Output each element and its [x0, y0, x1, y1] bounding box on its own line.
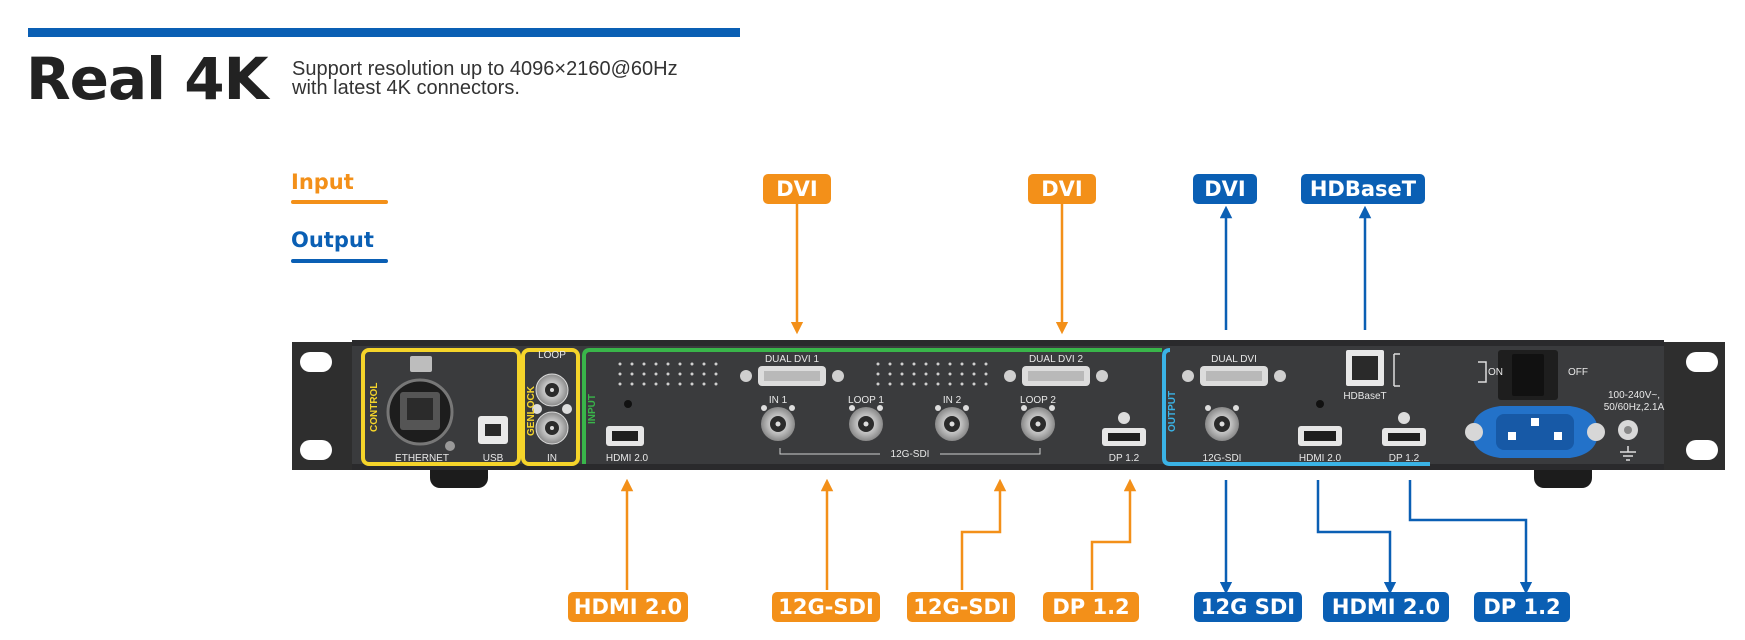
section-genlock-label: GENLOCK	[526, 386, 537, 436]
subtitle-line-2: with latest 4K connectors.	[292, 77, 520, 99]
rack-ear-right	[1662, 342, 1725, 470]
sdi-in1-bnc	[761, 405, 795, 441]
sdi-output-label: 12G-SDI	[1202, 453, 1242, 464]
input-vent-dots-1	[618, 362, 718, 386]
sdi-in2-bnc	[935, 405, 969, 441]
arrow-bottom-sdi-2	[960, 478, 1007, 590]
device-chassis	[352, 340, 1664, 470]
callout-bottom-output-dp: DP 1.2	[1474, 592, 1570, 622]
power-inlet	[1465, 406, 1605, 458]
dual-dvi-1-label: DUAL DVI 1	[764, 354, 820, 365]
sdi-in1-label: IN 1	[768, 395, 788, 406]
callout-top-output-hdbaset: HDBaseT	[1301, 174, 1425, 204]
legend-input-label: Input	[291, 170, 354, 194]
usb-label: USB	[482, 453, 504, 464]
section-input-label: INPUT	[587, 394, 598, 424]
dual-dvi-2-label: DUAL DVI 2	[1028, 354, 1084, 365]
genlock-loop-label: LOOP	[538, 350, 566, 361]
callout-bottom-sdi-1: 12G-SDI	[772, 592, 880, 622]
page-subtitle: Support resolution up to 4096×2160@60Hz …	[292, 58, 762, 99]
header-accent-bar	[28, 28, 740, 37]
rack-hole-bl	[300, 440, 332, 460]
callout-bottom-output-hdmi: HDMI 2.0	[1323, 592, 1449, 622]
rack-ear-left	[292, 342, 360, 470]
callout-top-output-dvi: DVI	[1193, 174, 1257, 204]
hdbaset-label: HDBaseT	[1343, 391, 1387, 402]
sdi-loop2-bnc	[1021, 405, 1055, 441]
input-section-frame	[582, 348, 1162, 464]
rack-hole-br	[1686, 440, 1718, 460]
subtitle-line-1: Support resolution up to 4096×2160@60Hz	[292, 58, 678, 80]
ethernet-label: ETHERNET	[395, 453, 449, 464]
sdi-output-bnc	[1205, 405, 1239, 441]
sdi-loop1-label: LOOP 1	[848, 395, 884, 406]
output-section-frame	[1162, 348, 1430, 466]
sdi-in2-label: IN 2	[942, 395, 962, 406]
arrow-bottom-dp	[1090, 478, 1137, 590]
input-vent-dots-2	[876, 362, 988, 386]
hdmi-output-label: HDMI 2.0	[1298, 453, 1342, 464]
section-output-label: OUTPUT	[1167, 390, 1178, 432]
legend-output-line	[291, 259, 388, 263]
callout-bottom-hdmi: HDMI 2.0	[568, 592, 688, 622]
sdi-loop1-bnc	[849, 405, 883, 441]
page-title: Real 4K	[26, 45, 269, 113]
arrow-bottom-output-hdmi	[1316, 480, 1397, 595]
rack-hole-tl	[300, 352, 332, 372]
legend-input-line	[291, 200, 388, 204]
callout-bottom-sdi-2: 12G-SDI	[907, 592, 1015, 622]
dp-output-label: DP 1.2	[1388, 453, 1420, 464]
callout-bottom-output-sdi: 12G SDI	[1194, 592, 1302, 622]
power-spec-line-2: 50/60Hz,2.1A	[1603, 402, 1665, 413]
genlock-section-frame	[521, 348, 580, 466]
switch-off-label: OFF	[1568, 367, 1588, 378]
dvi-input-port-1	[740, 366, 844, 386]
section-control-label: CONTROL	[369, 382, 380, 432]
dp-input-label: DP 1.2	[1108, 453, 1140, 464]
power-spec-line-1: 100-240V~,	[1608, 390, 1660, 401]
genlock-in-label: IN	[547, 453, 557, 464]
callout-top-dvi-1: DVI	[763, 174, 831, 204]
arrow-bottom-output-dp	[1408, 480, 1533, 595]
callout-bottom-dp: DP 1.2	[1043, 592, 1139, 622]
dvi-input-port-2	[1004, 366, 1108, 386]
legend-output-label: Output	[291, 228, 374, 252]
hdmi-input-label: HDMI 2.0	[605, 453, 649, 464]
control-section-frame	[361, 348, 521, 466]
rack-hole-tr	[1686, 352, 1718, 372]
callout-top-dvi-2: DVI	[1028, 174, 1096, 204]
dvi-output-port	[1182, 366, 1286, 386]
ground-icon	[1620, 446, 1636, 461]
sdi-group-label: 12G-SDI	[880, 449, 940, 460]
switch-on-label: ON	[1488, 367, 1503, 378]
dual-dvi-output-label: DUAL DVI	[1211, 354, 1257, 365]
sdi-loop2-label: LOOP 2	[1020, 395, 1056, 406]
